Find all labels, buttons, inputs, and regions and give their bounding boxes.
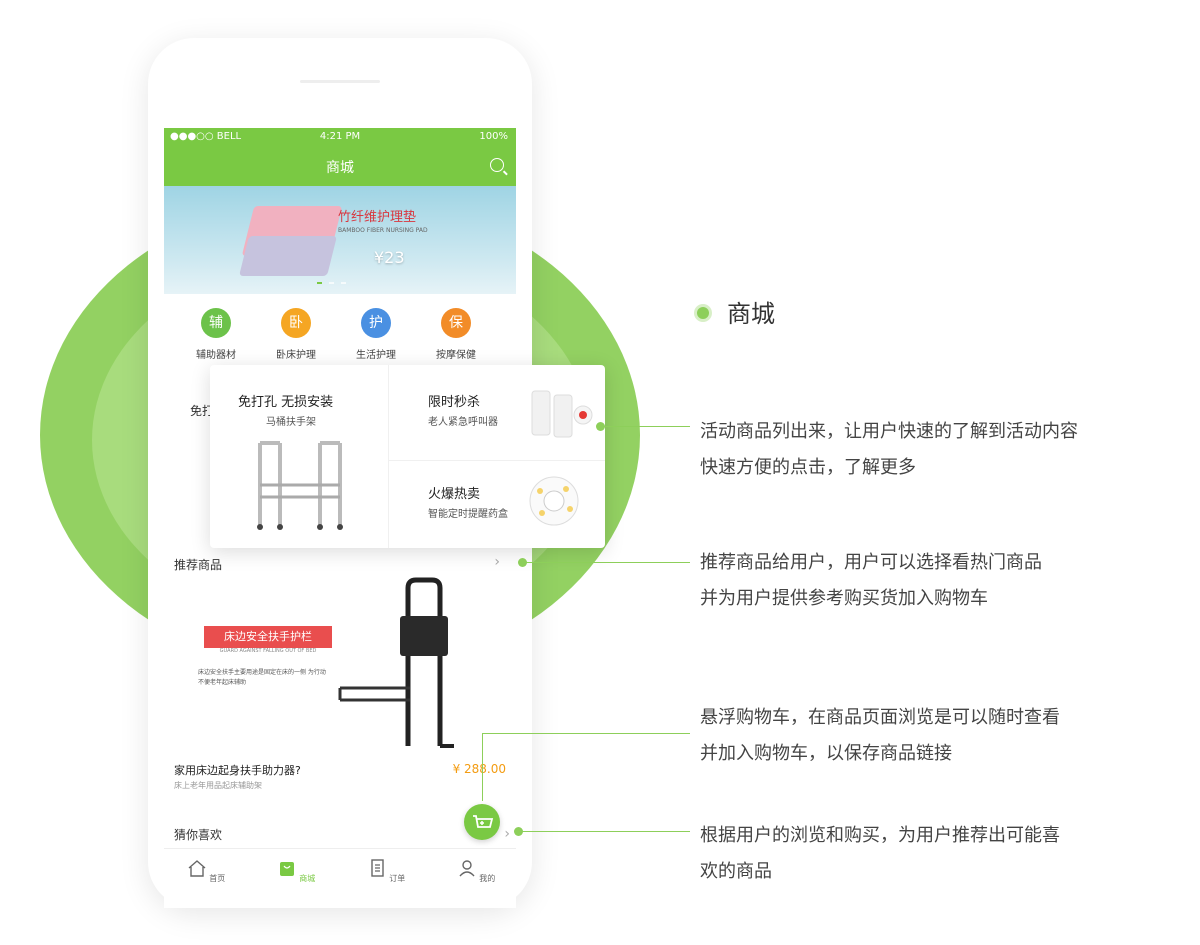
category-massage[interactable]: 保 按摩保健: [424, 308, 488, 361]
connector-dot: [518, 558, 527, 567]
connector-line: [482, 733, 690, 734]
status-bar: ●●●○○ BELL 4:21 PM 100%: [164, 128, 516, 146]
search-icon[interactable]: [490, 158, 504, 172]
banner-brand-text: 竹纤维护理垫: [338, 210, 417, 225]
life-care-icon: 护: [361, 308, 391, 338]
banner-brand: 竹纤维护理垫 BAMBOO FIBER NURSING PAD: [338, 206, 428, 234]
assistive-icon: 辅: [201, 308, 231, 338]
user-icon: [459, 860, 475, 877]
annotation-line: 并为用户提供参考购买货加入购物车: [700, 588, 988, 609]
product-name[interactable]: 家用床边起身扶手助力器?: [174, 764, 301, 777]
connector-dot: [514, 827, 523, 836]
carousel-dots[interactable]: [316, 269, 347, 288]
annotation-recommend: 推荐商品给用户，用户可以选择看热门商品 并为用户提供参考购买货加入购物车: [700, 545, 1042, 617]
bed-rail-image[interactable]: [334, 576, 464, 756]
title-bar: 商城: [164, 146, 516, 186]
promo-hot-title: 火爆热卖: [428, 487, 481, 502]
recommend-banner-desc: 床边安全扶手主要用途是固定在床的一侧 为行动不便老年起床辅助: [198, 669, 326, 686]
promo-card: 免打孔 无损安装 马桶扶手架 限时秒杀 老人紧急呼叫器 火爆热卖 智能定时提醒药…: [210, 365, 605, 548]
annotation-line: 欢的商品: [700, 861, 772, 882]
tab-mine-label: 我的: [479, 874, 496, 883]
annotation-cart: 悬浮购物车，在商品页面浏览是可以随时查看 并加入购物车，以保存商品链接: [700, 700, 1060, 772]
carousel-dot[interactable]: [317, 282, 322, 284]
annotation-line: 推荐商品给用户，用户可以选择看热门商品: [700, 552, 1042, 573]
guess-title: 猜你喜欢: [174, 828, 223, 842]
phone-speaker: [300, 80, 380, 83]
bag-icon: [279, 862, 294, 876]
category-assistive[interactable]: 辅 辅助器材: [184, 308, 248, 361]
tab-orders-label: 订单: [389, 874, 406, 883]
home-icon: [188, 860, 206, 877]
category-label: 辅助器材: [196, 350, 236, 361]
annotation-guess: 根据用户的浏览和购买，为用户推荐出可能喜 欢的商品: [700, 818, 1060, 890]
category-life-care[interactable]: 护 生活护理: [344, 308, 408, 361]
pill-box-image: [529, 476, 579, 526]
recommend-banner-sub: GUARD AGAINST FALLING OUT OF BED: [219, 648, 317, 654]
annotation-line: 根据用户的浏览和购买，为用户推荐出可能喜: [700, 825, 1060, 846]
annotation-line: 悬浮购物车，在商品页面浏览是可以随时查看: [700, 707, 1060, 728]
promo-hot-sub: 智能定时提醒药盒: [428, 509, 508, 520]
guess-chevron-icon[interactable]: ›: [504, 826, 510, 842]
tab-bar: 首页 商城 订单 我的: [164, 848, 516, 908]
tab-home-label: 首页: [209, 874, 226, 883]
tab-mine[interactable]: 我的: [446, 859, 506, 884]
connector-line: [604, 426, 690, 427]
banner-brand-sub: BAMBOO FIBER NURSING PAD: [338, 227, 428, 234]
connector-line: [526, 562, 690, 563]
annotation-line: 快速方便的点击，了解更多: [700, 457, 916, 478]
category-label: 按摩保健: [436, 350, 476, 361]
promo-left-title: 免打孔 无损安装: [238, 395, 334, 410]
tab-mall[interactable]: 商城: [266, 859, 326, 884]
cart-icon: [473, 815, 494, 828]
promo-flash-title: 限时秒杀: [428, 395, 481, 410]
connector-line: [522, 831, 690, 832]
divider: [388, 460, 605, 461]
heading-dot: [697, 307, 709, 319]
connector-line: [482, 733, 483, 801]
promo-left-sub: 马桶扶手架: [266, 417, 316, 428]
banner-price: ¥23: [374, 248, 405, 267]
hidden-section-label: 免打: [190, 404, 215, 418]
promo-flash-sub: 老人紧急呼叫器: [428, 417, 498, 428]
chevron-right-icon[interactable]: ›: [494, 554, 500, 570]
bed-care-icon: 卧: [281, 308, 311, 338]
promo-banner[interactable]: 竹纤维护理垫 BAMBOO FIBER NURSING PAD ¥23: [164, 186, 516, 294]
annotation-line: 活动商品列出来，让用户快速的了解到活动内容: [700, 421, 1078, 442]
product-subtitle: 床上老年用品起床辅助架: [174, 781, 262, 790]
page-title: 商城: [326, 160, 354, 176]
tab-home[interactable]: 首页: [176, 859, 236, 884]
category-label: 卧床护理: [276, 350, 316, 361]
tab-mall-label: 商城: [299, 874, 316, 883]
annotation-activity: 活动商品列出来，让用户快速的了解到活动内容 快速方便的点击，了解更多: [700, 414, 1078, 486]
divider: [388, 365, 389, 548]
battery: 100%: [479, 131, 508, 142]
product-price: ¥ 288.00: [452, 762, 506, 776]
massage-icon: 保: [441, 308, 471, 338]
floating-cart-button[interactable]: [464, 804, 500, 840]
toilet-rail-image: [257, 441, 343, 530]
carousel-dot[interactable]: [329, 282, 335, 284]
connector-dot: [596, 422, 605, 431]
tab-orders[interactable]: 订单: [356, 859, 416, 884]
carrier: ●●●○○ BELL: [170, 131, 242, 142]
carousel-dot[interactable]: [341, 282, 347, 284]
recommend-banner-label: 床边安全扶手护栏: [204, 626, 332, 648]
category-label: 生活护理: [356, 350, 396, 361]
annotation-line: 并加入购物车，以保存商品链接: [700, 743, 952, 764]
document-icon: [371, 859, 384, 877]
call-button-image: [531, 390, 593, 438]
status-time: 4:21 PM: [319, 131, 361, 142]
recommend-title: 推荐商品: [174, 558, 223, 572]
annotation-heading: 商城: [727, 300, 775, 328]
category-row: 辅 辅助器材 卧 卧床护理 护 生活护理 保 按摩保健: [184, 308, 504, 368]
category-bed-care[interactable]: 卧 卧床护理: [264, 308, 328, 361]
